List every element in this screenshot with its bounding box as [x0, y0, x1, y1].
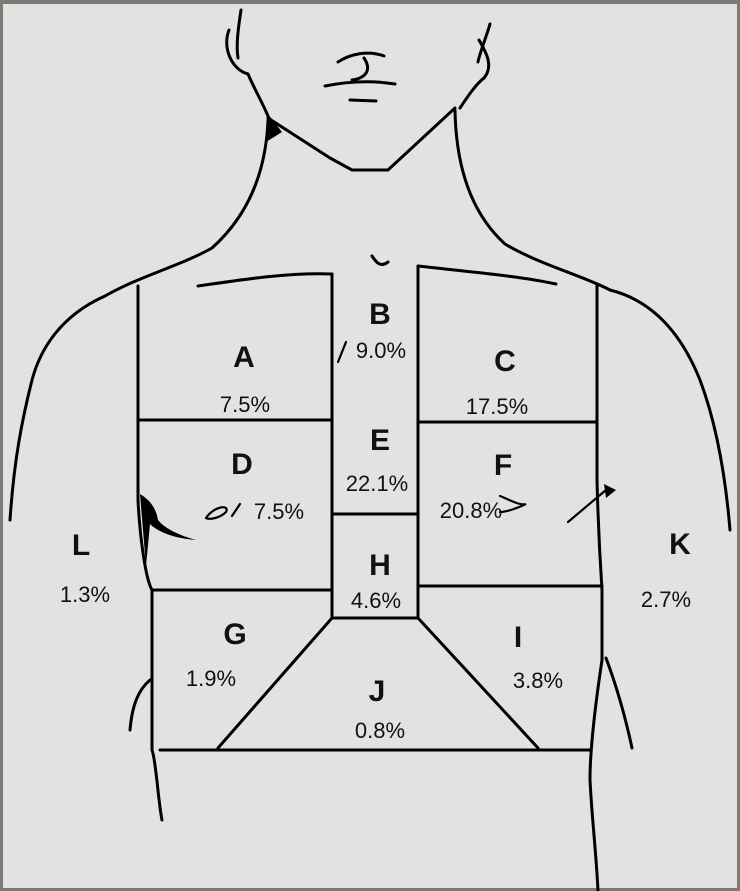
region-g-percent: 1.9%	[186, 666, 236, 691]
region-c-letter: C	[494, 345, 516, 378]
left-arm-outline	[10, 296, 150, 730]
region-f-letter: F	[494, 449, 512, 482]
region-j-letter: J	[369, 675, 386, 708]
right-arm-outline	[606, 290, 730, 748]
region-d-percent: 7.5%	[254, 499, 304, 524]
region-k-letter: K	[669, 528, 691, 561]
region-h-letter: H	[369, 549, 391, 582]
region-c-percent: 17.5%	[466, 394, 528, 419]
region-i-letter: I	[514, 621, 522, 654]
region-j-percent: 0.8%	[355, 718, 405, 743]
region-f-percent: 20.8%	[440, 498, 502, 523]
neck-outline	[105, 110, 610, 296]
region-d-letter: D	[231, 448, 253, 481]
region-i-percent: 3.8%	[513, 668, 563, 693]
region-b-letter: B	[369, 298, 391, 331]
region-e-percent: 22.1%	[346, 471, 408, 496]
region-l-percent: 1.3%	[60, 582, 110, 607]
region-e-letter: E	[370, 424, 390, 457]
region-k-percent: 2.7%	[641, 587, 691, 612]
region-a-percent: 7.5%	[220, 392, 270, 417]
region-a-letter: A	[233, 341, 255, 374]
region-b-percent: 9.0%	[356, 338, 406, 363]
region-h-percent: 4.6%	[351, 588, 401, 613]
region-l-letter: L	[72, 529, 90, 562]
region-g-letter: G	[223, 618, 246, 651]
